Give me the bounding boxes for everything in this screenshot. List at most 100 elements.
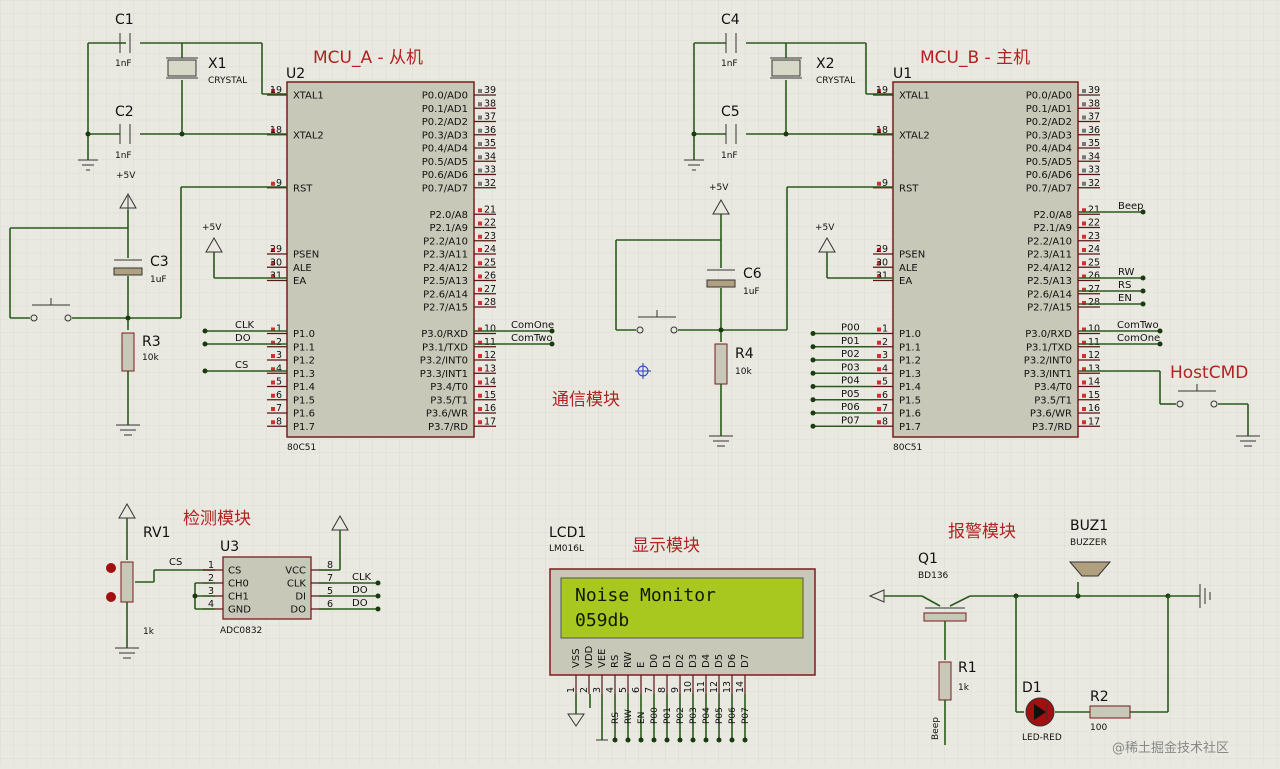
mcu-a-pin-number: 11	[484, 337, 496, 348]
mcu-a-pin-name: P0.4/AD4	[422, 144, 468, 155]
lcd-net-junction	[742, 737, 748, 743]
mcu-b-right-wires	[1078, 209, 1260, 447]
adc-pin-number: 8	[327, 560, 333, 571]
mcu-a-pin-number: 16	[484, 403, 496, 414]
mcu-b-pin-number: 23	[1088, 231, 1100, 242]
mcu-a-pin-name: P3.0/RXD	[421, 329, 468, 340]
mcu-b-pin-number: 28	[1088, 297, 1100, 308]
lcd-net-label: P00	[650, 707, 660, 724]
mcu-a-pin-name: P0.0/AD0	[422, 91, 468, 102]
lcd-pin-name: D6	[727, 654, 738, 668]
mcu-a-pin-marker	[271, 89, 275, 93]
mcu-a-pin-number: 36	[484, 125, 496, 136]
mcu-b-pin-marker	[1082, 102, 1086, 107]
mcu-b-pin-marker	[877, 261, 881, 266]
mcu-b-pin-marker	[1082, 380, 1086, 385]
mcu-b-chip[interactable]	[892, 81, 1079, 438]
mcu-a-chip[interactable]	[286, 81, 475, 438]
mcu-b-ref: U1	[893, 66, 912, 82]
p1-bus-junction	[810, 410, 816, 416]
p1-bus-junction	[810, 344, 816, 350]
mcu-b-pin-number: 7	[882, 403, 888, 414]
p1-bus-junction	[810, 331, 816, 336]
mcu-a-pin-number: 8	[276, 416, 282, 427]
buz1-label: BUZ1	[1070, 518, 1108, 534]
adc-pin-name: GND	[228, 605, 251, 616]
mcu-b-pin-marker	[877, 407, 881, 411]
mcu-b-pin-number: 39	[1088, 85, 1100, 96]
mcu-b-pin-name: ALE	[899, 263, 918, 274]
mcu-a-pin-name: P3.2/INT0	[420, 356, 468, 367]
mcu-a-pin-number: 14	[484, 377, 496, 388]
p1-bus-net-label: P05	[841, 389, 860, 400]
lcd-net-junction	[690, 737, 696, 743]
mcu-b-pin-marker	[1082, 367, 1086, 372]
mcu-a-pin-name: P3.7/RD	[428, 422, 468, 433]
mcu-b-pin-name: P1.4	[899, 382, 921, 393]
lcd-pin-number: 9	[670, 687, 681, 693]
mcu-b-pin-marker	[877, 181, 881, 186]
mcu-b-pin-marker	[877, 367, 881, 372]
lcd-net-junction	[664, 737, 670, 743]
adc-pin-name: CH1	[228, 592, 249, 603]
mcu-b-pin-name: P2.1/A9	[1033, 223, 1072, 234]
mcu-b-pin-marker	[877, 340, 881, 345]
net-cs-adc: CS	[169, 557, 182, 568]
mcu-a-clock-circuit	[78, 33, 287, 171]
lcd-pin-number: 8	[657, 687, 668, 693]
lcd-net-junction	[729, 737, 735, 743]
mcu-a-pin-marker	[271, 327, 275, 332]
mcu-a-pin-marker	[478, 89, 482, 93]
mcu-b-pin-marker	[1082, 393, 1086, 398]
mcu-b-pin-number: 36	[1088, 125, 1100, 136]
mcu-a-pin-number: 31	[270, 271, 282, 282]
c4-value: 1nF	[721, 59, 738, 69]
mcu-b-pin-name: PSEN	[899, 250, 925, 261]
mcu-a-pin-number: 38	[484, 98, 496, 109]
mcu-b-pin-number: 18	[876, 125, 888, 136]
adc-pin-name: CS	[228, 566, 241, 577]
mcu-b-pin-marker	[1082, 407, 1086, 411]
lcd-net-label: P04	[702, 707, 712, 724]
lcd-pin-name: D1	[662, 654, 673, 668]
mcu-a-pin-name: ALE	[293, 263, 312, 274]
lcd-module[interactable]	[549, 568, 816, 676]
mcu-b-pin-name: P2.4/A12	[1027, 263, 1072, 274]
x2-label: X2	[816, 56, 835, 72]
mcu-a-pin-marker	[271, 181, 275, 186]
vcc-b-ea: +5V	[815, 223, 835, 233]
mcu-b-pin-number: 16	[1088, 403, 1100, 414]
mcu-b-pin-number: 29	[876, 244, 888, 255]
mcu-a-pin-marker	[271, 128, 275, 133]
mcu-a-pin-name: P1.6	[293, 409, 315, 420]
mcu-b-pin-name: P2.2/A10	[1027, 236, 1072, 247]
mcu-b-pin-marker	[1082, 340, 1086, 345]
lcd-pin-number: 10	[683, 681, 694, 693]
adc-pin-number: 2	[208, 573, 214, 584]
mcu-b-pin-name: P0.2/AD2	[1026, 117, 1072, 128]
rv1-potentiometer[interactable]	[106, 502, 215, 659]
lcd-pin-name: RS	[610, 655, 621, 668]
mcu-a-pin-name: P1.3	[293, 369, 315, 380]
mcu-b-pin-number: 22	[1088, 218, 1100, 229]
d1-label: D1	[1022, 680, 1042, 696]
crosshair-icon	[635, 363, 651, 379]
mcu-a-pin-name: EA	[293, 276, 306, 287]
mcu-a-pin-marker	[271, 340, 275, 345]
buz1-part: BUZZER	[1070, 538, 1107, 548]
adc0832-chip[interactable]	[222, 556, 312, 620]
mcu-a-pin-marker	[271, 261, 275, 266]
mcu-a-pin-name: P1.2	[293, 356, 315, 367]
mcu-a-pin-marker	[478, 354, 482, 358]
mcu-a-pin-marker	[478, 340, 482, 345]
mcu-a-pin-marker	[478, 407, 482, 411]
mcu-b-pin-name: P3.5/T1	[1034, 395, 1072, 406]
mcu-b-pin-marker	[1082, 168, 1086, 173]
mcu-a-pin-marker	[478, 393, 482, 398]
mcu-a-pin-number: 7	[276, 403, 282, 414]
mcu-b-pin-marker	[1082, 115, 1086, 120]
mcu-b-pin-name: P1.1	[899, 342, 921, 353]
mcu-a-pin-number: 28	[484, 297, 496, 308]
